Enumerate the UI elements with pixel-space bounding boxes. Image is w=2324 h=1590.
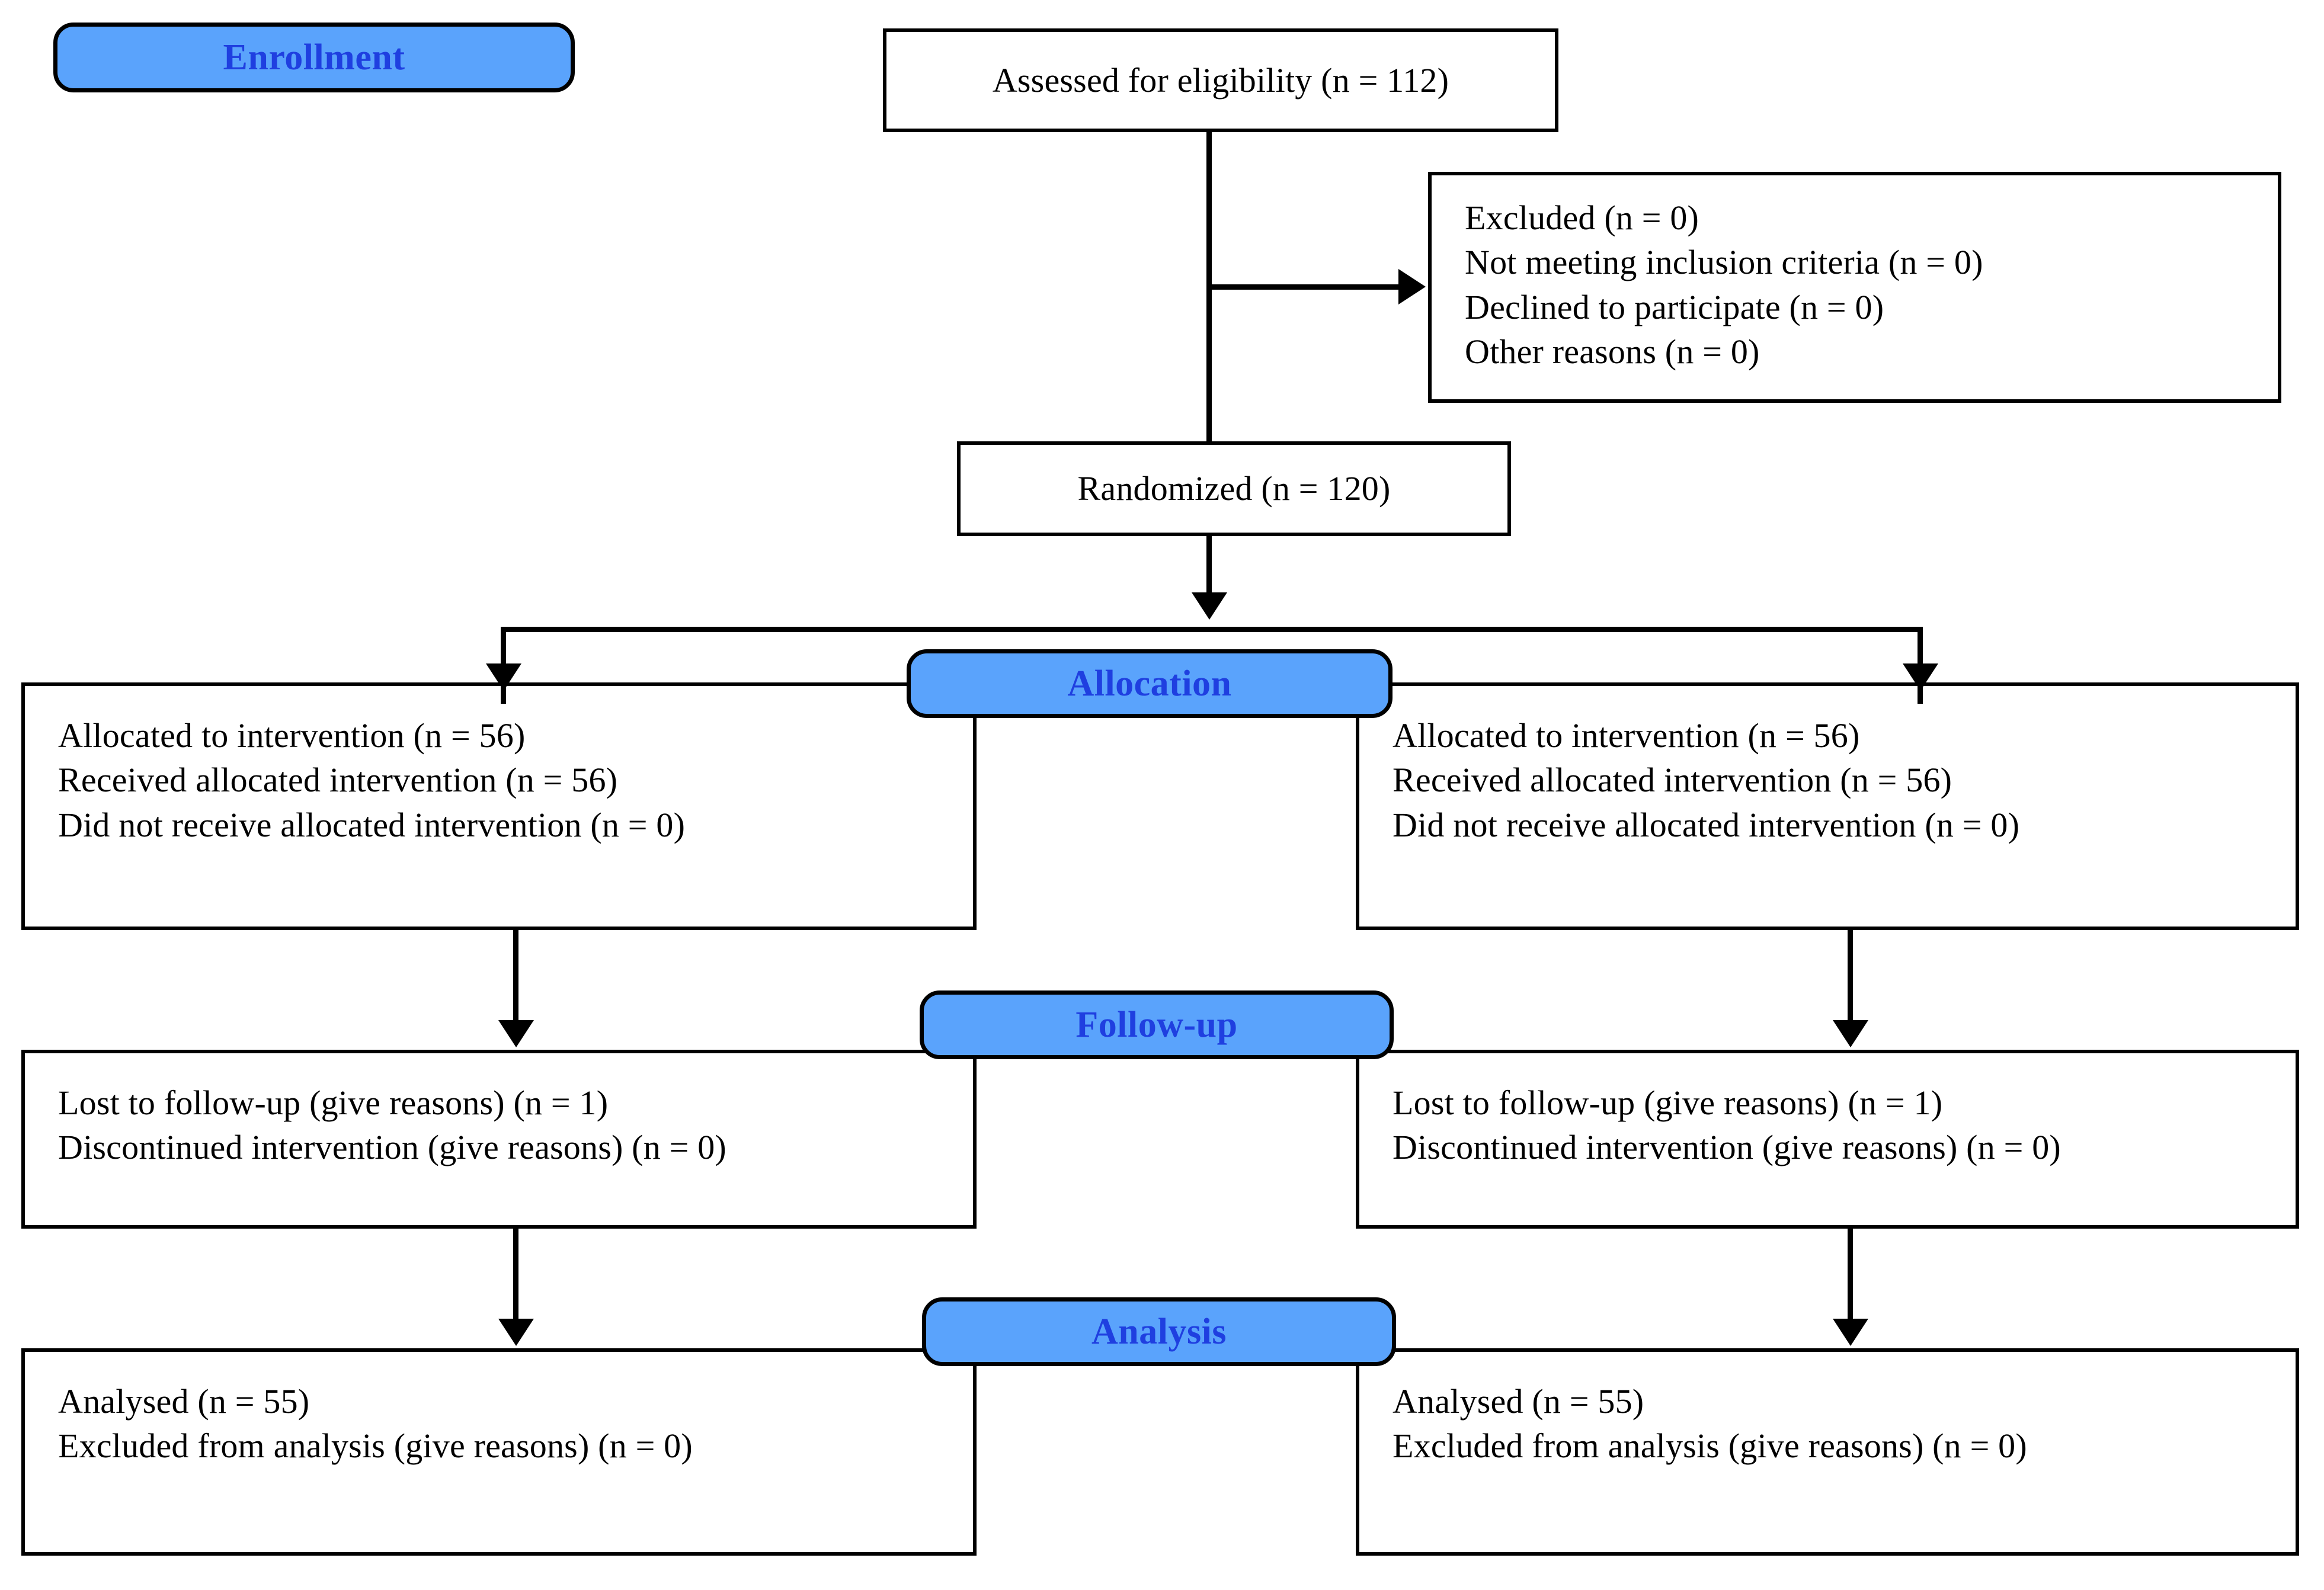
allocation-left-line-3: Did not receive allocated intervention (…	[58, 805, 686, 844]
randomized-text: Randomized (n = 120)	[1077, 469, 1391, 508]
arrowhead-followup-right	[1833, 1020, 1868, 1047]
connector-to-excluded	[1206, 284, 1402, 290]
followup-left-line-1: Lost to follow-up (give reasons) (n = 1)	[58, 1083, 609, 1122]
stage-label-followup-text: Follow-up	[1075, 1004, 1238, 1045]
connector-allocation-to-followup-left	[513, 930, 518, 1025]
arrowhead-split-left	[486, 663, 521, 691]
box-assessed-for-eligibility: Assessed for eligibility (n = 112)	[883, 28, 1558, 132]
followup-right-line-1: Lost to follow-up (give reasons) (n = 1)	[1393, 1083, 1943, 1122]
stage-label-allocation: Allocation	[907, 649, 1393, 718]
allocation-left-line-1: Allocated to intervention (n = 56)	[58, 716, 526, 755]
connector-allocation-to-followup-right	[1848, 930, 1853, 1025]
stage-label-enrollment-text: Enrollment	[223, 37, 405, 78]
analysis-left-line-1: Analysed (n = 55)	[58, 1382, 310, 1421]
followup-left-line-2: Discontinued intervention (give reasons)…	[58, 1128, 726, 1167]
box-allocation-right: Allocated to intervention (n = 56) Recei…	[1356, 682, 2299, 930]
connector-randomized-down	[1206, 536, 1212, 606]
allocation-right-line-1: Allocated to intervention (n = 56)	[1393, 716, 1860, 755]
arrowhead-split-right	[1903, 663, 1938, 691]
box-analysis-right: Analysed (n = 55) Excluded from analysis…	[1356, 1348, 2299, 1556]
allocation-right-line-3: Did not receive allocated intervention (…	[1393, 805, 2020, 844]
box-followup-right: Lost to follow-up (give reasons) (n = 1)…	[1356, 1050, 2299, 1229]
excluded-line-3: Declined to participate (n = 0)	[1465, 287, 1884, 326]
analysis-right-line-2: Excluded from analysis (give reasons) (n…	[1393, 1426, 2027, 1466]
stage-label-analysis-text: Analysis	[1091, 1311, 1227, 1352]
box-followup-left: Lost to follow-up (give reasons) (n = 1)…	[21, 1050, 977, 1229]
arrowhead-analysis-right	[1833, 1319, 1868, 1346]
arrowhead-to-excluded	[1398, 269, 1426, 304]
excluded-line-2: Not meeting inclusion criteria (n = 0)	[1465, 243, 1983, 282]
box-randomized: Randomized (n = 120)	[957, 441, 1511, 536]
arrowhead-analysis-left	[498, 1319, 534, 1346]
analysis-left-line-2: Excluded from analysis (give reasons) (n…	[58, 1426, 693, 1466]
stage-label-followup: Follow-up	[920, 990, 1394, 1059]
excluded-line-4: Other reasons (n = 0)	[1465, 332, 1760, 371]
stage-label-analysis: Analysis	[922, 1297, 1396, 1366]
allocation-left-line-2: Received allocated intervention (n = 56)	[58, 761, 618, 800]
stage-label-enrollment: Enrollment	[53, 23, 575, 92]
excluded-line-1: Excluded (n = 0)	[1465, 198, 1699, 237]
connector-followup-to-analysis-left	[513, 1229, 518, 1323]
box-allocation-left: Allocated to intervention (n = 56) Recei…	[21, 682, 977, 930]
connector-split-bar	[501, 627, 1923, 632]
analysis-right-line-1: Analysed (n = 55)	[1393, 1382, 1644, 1421]
box-excluded: Excluded (n = 0) Not meeting inclusion c…	[1428, 172, 2281, 403]
stage-label-allocation-text: Allocation	[1067, 663, 1232, 704]
allocation-right-line-2: Received allocated intervention (n = 56)	[1393, 761, 1952, 800]
connector-followup-to-analysis-right	[1848, 1229, 1853, 1323]
assessed-for-eligibility-text: Assessed for eligibility (n = 112)	[992, 60, 1449, 100]
followup-right-line-2: Discontinued intervention (give reasons)…	[1393, 1128, 2061, 1167]
box-analysis-left: Analysed (n = 55) Excluded from analysis…	[21, 1348, 977, 1556]
arrowhead-randomized-split	[1192, 592, 1227, 620]
arrowhead-followup-left	[498, 1020, 534, 1047]
